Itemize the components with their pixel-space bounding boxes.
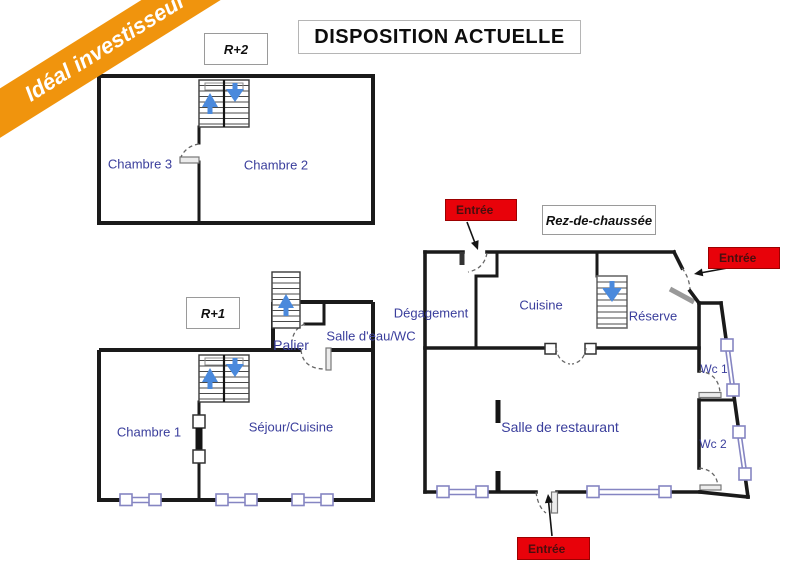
r1-plan (97, 271, 375, 507)
window-icon (436, 485, 489, 499)
entry-badge: Entrée (708, 247, 780, 269)
stairs-icon (271, 271, 301, 329)
stairs-icon (197, 78, 251, 129)
room-label-palier: Palier (273, 337, 309, 353)
room-label-salle-eau: Salle d'eau/WC (326, 328, 416, 344)
room-label-chambre1: Chambre 1 (116, 424, 182, 440)
stairs-icon (197, 353, 251, 404)
entry-arrow-icon (466, 221, 479, 250)
window-icon (215, 493, 258, 507)
room-label-sejour: Séjour/Cuisine (248, 419, 334, 435)
room-label-chambre3: Chambre 3 (107, 156, 173, 172)
entry-badge: Entrée (517, 537, 590, 560)
entry-arrow-icon (544, 494, 553, 537)
room-label-chambre2: Chambre 2 (243, 157, 309, 173)
stairs-icon (596, 275, 628, 329)
window-icon (720, 338, 740, 397)
r2-plan (97, 74, 375, 225)
page-title: DISPOSITION ACTUELLE (298, 20, 581, 54)
floor-tag-r1: R+1 (186, 297, 240, 329)
room-label-wc2: Wc 2 (699, 437, 727, 451)
floor-tag-r2: R+2 (204, 33, 268, 65)
room-label-reserve: Réserve (628, 308, 678, 324)
room-label-restaurant: Salle de restaurant (501, 419, 619, 435)
floor-tag-rdc: Rez-de-chaussée (542, 205, 656, 235)
entry-badge: Entrée (445, 199, 517, 221)
rdc-plan (423, 249, 752, 514)
window-icon (586, 485, 672, 499)
window-icon (732, 425, 752, 481)
room-label-wc1: Wc 1 (700, 362, 728, 376)
window-icon (119, 493, 162, 507)
room-label-cuisine: Cuisine (519, 297, 563, 313)
window-icon (291, 493, 334, 507)
room-label-degagement: Dégagement (393, 305, 469, 321)
